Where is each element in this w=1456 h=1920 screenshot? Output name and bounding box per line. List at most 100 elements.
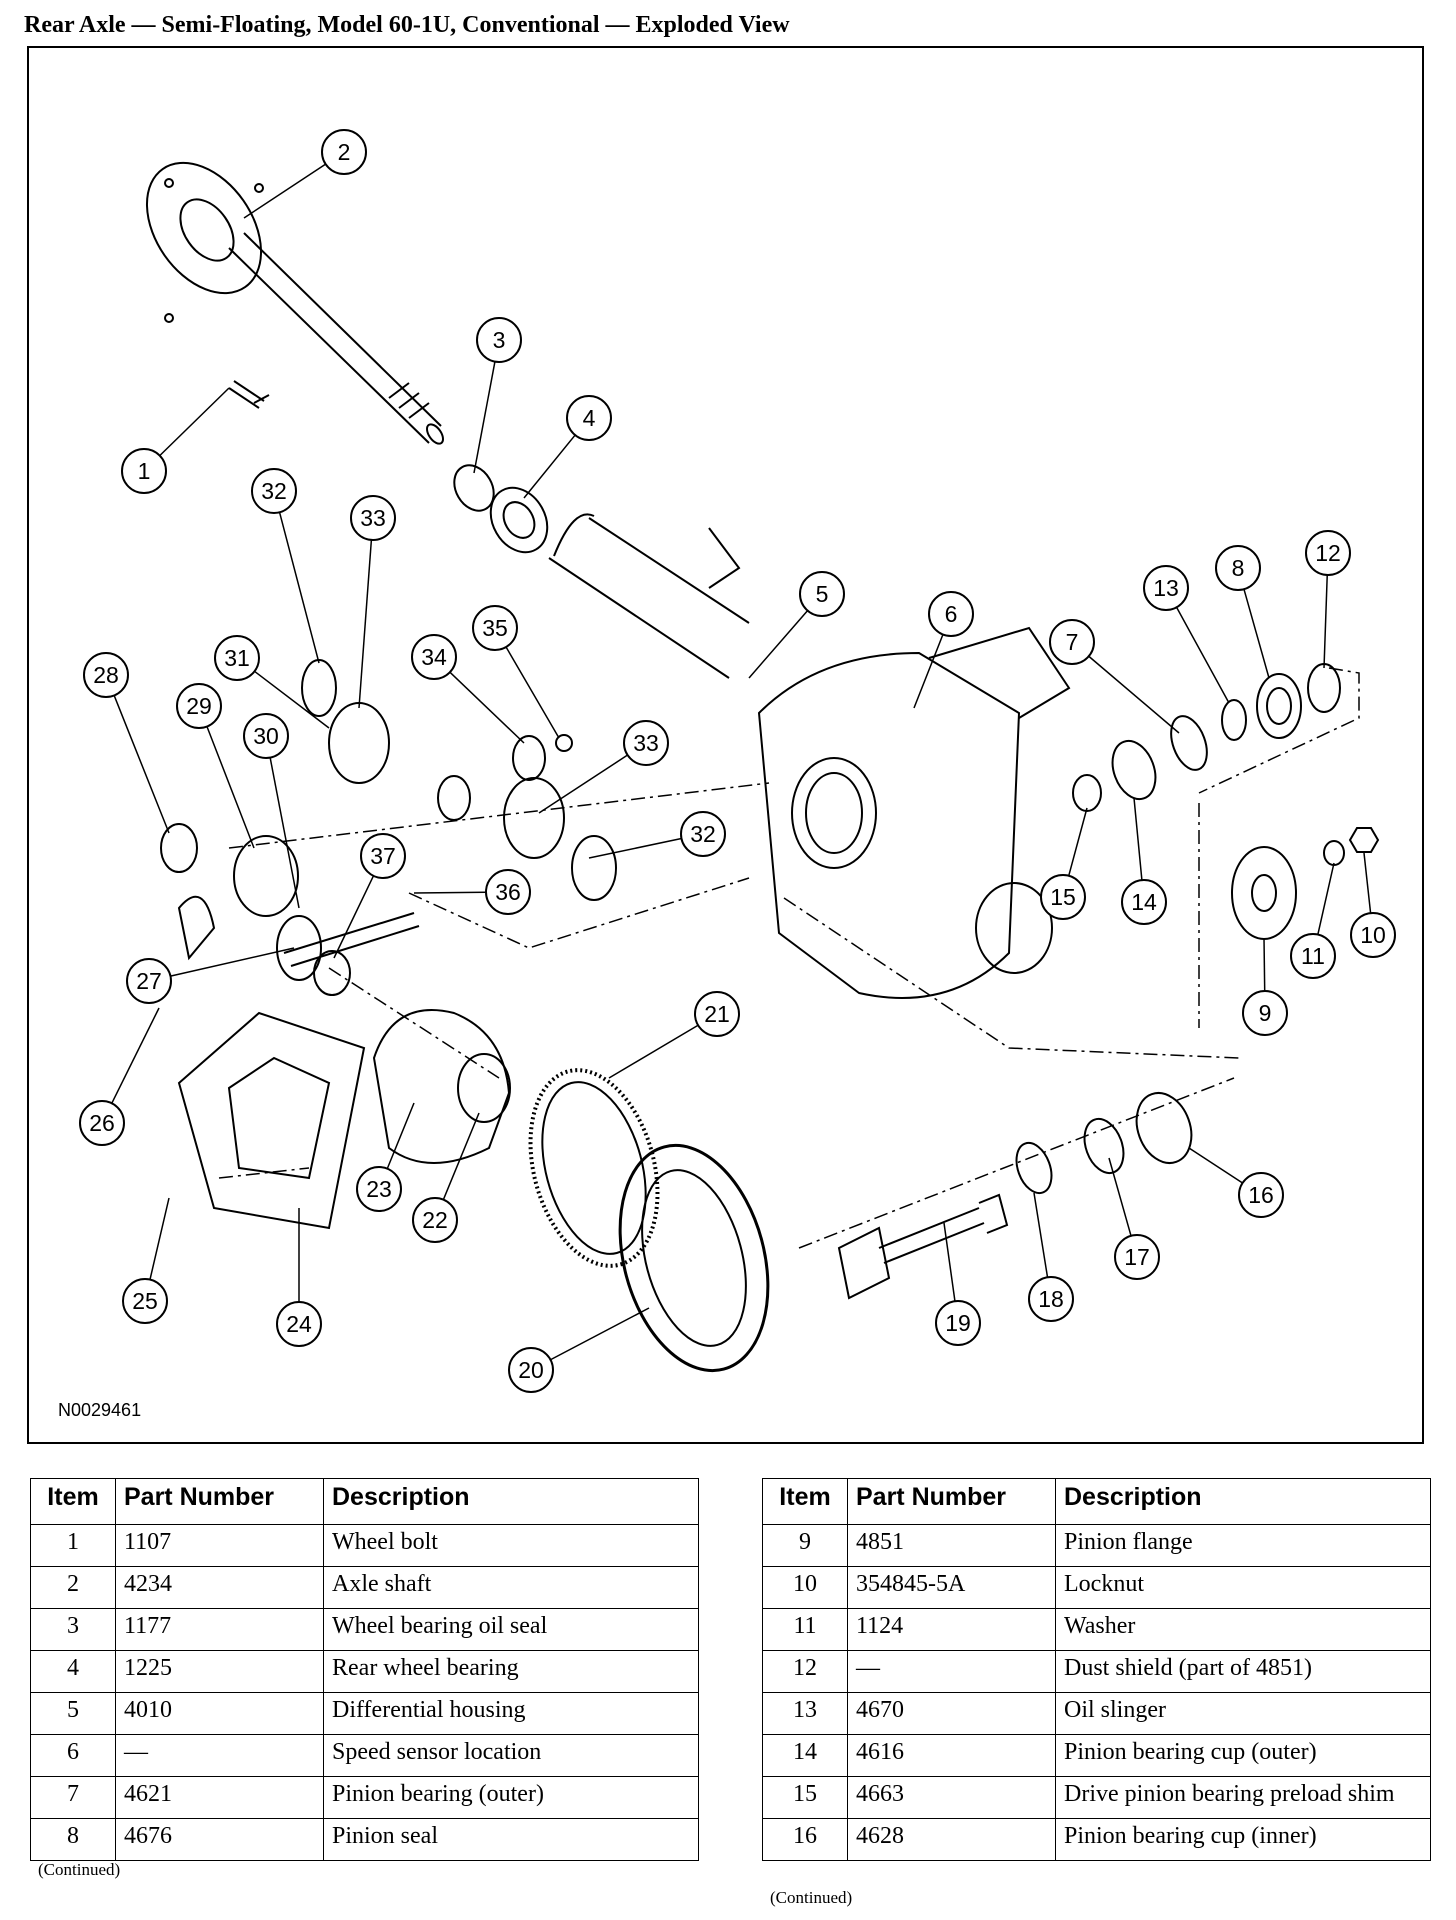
- callout-circle: [251, 468, 297, 514]
- callout-29: 29: [176, 683, 222, 729]
- callout-label: 19: [945, 1310, 971, 1336]
- callout-label: 26: [89, 1110, 115, 1136]
- callout-circle: [83, 652, 129, 698]
- differential-case-drawing: [372, 1009, 511, 1164]
- callout-circle: [694, 991, 740, 1037]
- part-number-cell: 4663: [847, 1776, 1056, 1819]
- callout-leader-line: [159, 387, 230, 457]
- callout-leader-line: [269, 757, 300, 909]
- callout-17: 17: [1114, 1234, 1160, 1280]
- part-number-cell: 1107: [115, 1524, 324, 1567]
- part-number-cell: —: [847, 1650, 1056, 1693]
- callout-25: 25: [122, 1278, 168, 1324]
- part-number-cell: 4628: [847, 1818, 1056, 1861]
- callout-leader-line: [473, 361, 496, 474]
- part-number-cell: 1225: [115, 1650, 324, 1693]
- axle-shaft-drawing: [145, 161, 444, 445]
- item-cell: 14: [762, 1734, 848, 1777]
- description-cell: Pinion bearing cup (outer): [1055, 1734, 1431, 1777]
- item-cell: 16: [762, 1818, 848, 1861]
- callout-label: 13: [1153, 575, 1179, 601]
- callout-circle: [1040, 874, 1086, 920]
- header-description: Description: [1055, 1478, 1431, 1525]
- callout-32: 32: [251, 468, 297, 514]
- callout-circle: [472, 605, 518, 651]
- callout-label: 33: [360, 505, 386, 531]
- description-cell: Differential housing: [323, 1692, 699, 1735]
- part-number-cell: 4621: [115, 1776, 324, 1819]
- description-cell: Dust shield (part of 4851): [1055, 1650, 1431, 1693]
- callout-circle: [412, 1197, 458, 1243]
- callout-28: 28: [83, 652, 129, 698]
- axle-tube-drawing: [548, 513, 750, 679]
- figure-id: N0029461: [58, 1400, 142, 1420]
- description-cell: Oil slinger: [1055, 1692, 1431, 1735]
- callout-label: 37: [370, 843, 396, 869]
- callout-leader-line: [1363, 852, 1372, 914]
- callout-leader-line: [1068, 807, 1088, 876]
- callout-circle: [350, 495, 396, 541]
- callout-circle: [566, 395, 612, 441]
- part-number-cell: 4670: [847, 1692, 1056, 1735]
- part-number-cell: 4851: [847, 1524, 1056, 1567]
- wheel-bolt-drawing: [228, 380, 270, 409]
- callout-circle: [360, 833, 406, 879]
- description-cell: Speed sensor location: [323, 1734, 699, 1777]
- callout-leader-line: [206, 726, 255, 849]
- callout-leader-line: [113, 695, 170, 834]
- callout-leader-line: [1323, 574, 1328, 669]
- callout-4: 4: [566, 395, 612, 441]
- description-cell: Pinion bearing cup (inner): [1055, 1818, 1431, 1861]
- callout-label: 17: [1124, 1244, 1150, 1270]
- callout-label: 29: [186, 693, 212, 719]
- callout-circle: [1242, 990, 1288, 1036]
- description-cell: Locknut: [1055, 1566, 1431, 1609]
- callout-label: 35: [482, 615, 508, 641]
- callout-26: 26: [79, 1100, 125, 1146]
- callout-3: 3: [476, 317, 522, 363]
- callout-35: 35: [472, 605, 518, 651]
- callout-label: 12: [1315, 540, 1341, 566]
- callout-15: 15: [1040, 874, 1086, 920]
- callout-circle: [799, 571, 845, 617]
- callout-10: 10: [1350, 912, 1396, 958]
- description-cell: Wheel bolt: [323, 1524, 699, 1567]
- callout-circle: [276, 1301, 322, 1347]
- callout-label: 11: [1301, 943, 1325, 969]
- callout-label: 18: [1038, 1286, 1064, 1312]
- callout-label: 4: [583, 405, 596, 431]
- callout-label: 3: [493, 327, 506, 353]
- callout-label: 24: [286, 1311, 312, 1337]
- callout-13: 13: [1143, 565, 1189, 611]
- callout-leader-line: [588, 837, 682, 859]
- callout-circle: [1028, 1276, 1074, 1322]
- callout-37: 37: [360, 833, 406, 879]
- callout-circle: [1350, 912, 1396, 958]
- header-item: Item: [762, 1478, 848, 1525]
- item-cell: 13: [762, 1692, 848, 1735]
- callout-label: 16: [1248, 1182, 1274, 1208]
- callout-27: 27: [126, 958, 172, 1004]
- callout-circle: [476, 317, 522, 363]
- callout-9: 9: [1242, 990, 1288, 1036]
- callout-11: 11: [1290, 933, 1336, 979]
- part-number-cell: 4234: [115, 1566, 324, 1609]
- item-cell: 11: [762, 1608, 848, 1651]
- callout-circle: [680, 811, 726, 857]
- callout-leader-line: [254, 670, 330, 729]
- callout-leader-line: [1188, 1147, 1243, 1184]
- callout-label: 32: [261, 478, 287, 504]
- item-cell: 5: [30, 1692, 116, 1735]
- description-cell: Pinion seal: [323, 1818, 699, 1861]
- callout-33: 33: [623, 720, 669, 766]
